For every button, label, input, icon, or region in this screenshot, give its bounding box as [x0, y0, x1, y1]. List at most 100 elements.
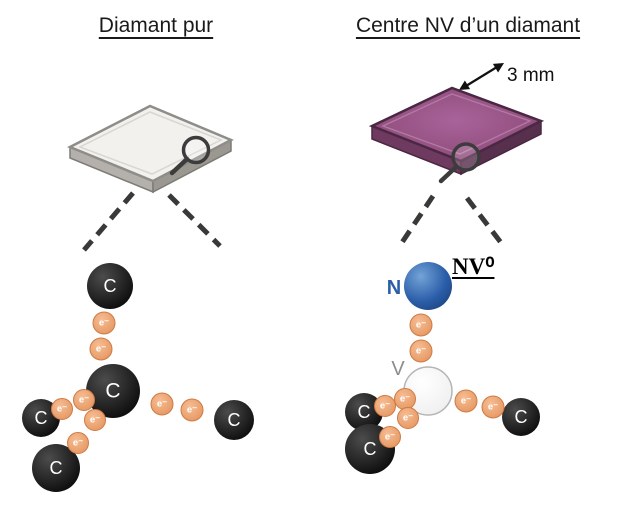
electron-label: e⁻: [385, 432, 395, 443]
carbon-atom: C: [22, 399, 60, 437]
pure-plate-top: [67, 104, 234, 183]
nitrogen-letter: N: [387, 277, 401, 299]
electron: e⁻: [84, 409, 106, 431]
electron-label: e⁻: [157, 399, 167, 410]
right-panel-title: Centre NV d’un diamant: [355, 14, 581, 37]
carbon-sphere: [87, 263, 133, 309]
magnifier-handle: [169, 156, 190, 176]
electron-label: e⁻: [488, 402, 498, 413]
electron-circle: [374, 395, 396, 417]
electron-circle: [51, 398, 73, 420]
carbon-sphere: [345, 393, 383, 431]
carbon-label: C: [364, 439, 377, 459]
zoom-dashed-line-right: [167, 193, 222, 248]
electron: e⁻: [51, 398, 73, 420]
carbon-atom: C: [214, 400, 254, 440]
electron: e⁻: [394, 388, 416, 410]
pure-diamond-lattice: C C C C C e⁻: [22, 263, 254, 492]
electron: e⁻: [67, 432, 89, 454]
electron: e⁻: [397, 407, 419, 429]
electron: e⁻: [150, 392, 174, 416]
carbon-atom: C: [87, 263, 133, 309]
carbon-sphere: [502, 398, 540, 436]
scale-arrowhead-top: [492, 63, 504, 73]
electron-label: e⁻: [99, 318, 109, 329]
electron-circle: [84, 409, 106, 431]
carbon-label: C: [515, 407, 528, 427]
nv-plate-top: [368, 86, 545, 163]
electron-circle: [454, 389, 478, 413]
electron-circle: [150, 392, 174, 416]
scale-arrow-line: [465, 66, 498, 87]
electron: e⁻: [180, 398, 204, 422]
magnifier-handle: [438, 164, 459, 184]
pure-diamond-plate: [67, 104, 234, 194]
carbon-sphere: [86, 364, 140, 418]
electron: e⁻: [454, 389, 478, 413]
nv-plate-bevel: [381, 93, 532, 155]
electron-circle: [397, 407, 419, 429]
electron-label: e⁻: [79, 395, 89, 406]
nv-diamond-plate: [368, 86, 545, 184]
scale-arrowhead-bottom: [459, 80, 471, 90]
electron-circle: [481, 395, 505, 419]
electron-circle: [92, 311, 116, 335]
electron-circle: [180, 398, 204, 422]
electron-label: e⁻: [73, 438, 83, 449]
electron-label: e⁻: [400, 394, 410, 405]
electron-label: e⁻: [96, 344, 106, 355]
pure-plate-bevel: [78, 111, 223, 175]
carbon-label: C: [105, 380, 120, 403]
carbon-sphere: [22, 399, 60, 437]
carbon-atom: C: [86, 364, 140, 418]
electron-label: e⁻: [416, 320, 426, 331]
electron-circle: [89, 337, 113, 361]
nv-center-lattice: C C C N V e⁻ e⁻: [345, 262, 540, 474]
electron-label: e⁻: [90, 415, 100, 426]
electron: e⁻: [409, 339, 433, 363]
electron: e⁻: [89, 337, 113, 361]
left-panel-title: Diamant pur: [98, 14, 214, 37]
electron-circle: [409, 313, 433, 337]
electron-label: e⁻: [416, 346, 426, 357]
magnifier-lens: [451, 142, 481, 172]
vacancy-letter: V: [391, 358, 405, 380]
electron: e⁻: [374, 395, 396, 417]
electron-circle: [67, 432, 89, 454]
electron: e⁻: [379, 426, 401, 448]
carbon-atom: C: [502, 398, 540, 436]
electron: e⁻: [409, 313, 433, 337]
nv-center-label: NV⁰: [452, 254, 495, 279]
electron: e⁻: [73, 389, 95, 411]
electron-label: e⁻: [461, 396, 471, 407]
electron: e⁻: [481, 395, 505, 419]
electron-label: e⁻: [403, 413, 413, 424]
electron-circle: [379, 426, 401, 448]
carbon-label: C: [104, 276, 117, 296]
scale-label: 3 mm: [507, 65, 555, 86]
electron-label: e⁻: [380, 401, 390, 412]
magnifier-icon: [169, 135, 211, 176]
zoom-dashed-line-left: [82, 191, 135, 252]
carbon-atom: C: [32, 444, 80, 492]
electron-circle: [409, 339, 433, 363]
scale-arrow: [459, 63, 504, 90]
electron-label: e⁻: [57, 404, 67, 415]
magnifier-icon: [438, 142, 481, 184]
carbon-label: C: [50, 458, 63, 478]
zoom-dashed-line-right: [465, 196, 507, 250]
carbon-label: C: [35, 408, 48, 428]
carbon-sphere: [214, 400, 254, 440]
electron-label: e⁻: [187, 405, 197, 416]
zoom-dashed-line-left: [398, 194, 436, 246]
magnifier-lens: [181, 135, 211, 165]
electron-circle: [73, 389, 95, 411]
carbon-label: C: [358, 402, 371, 422]
nitrogen-sphere: [404, 262, 452, 310]
carbon-sphere: [32, 444, 80, 492]
electron: e⁻: [92, 311, 116, 335]
carbon-label: C: [228, 410, 241, 430]
nitrogen-atom: [404, 262, 452, 310]
